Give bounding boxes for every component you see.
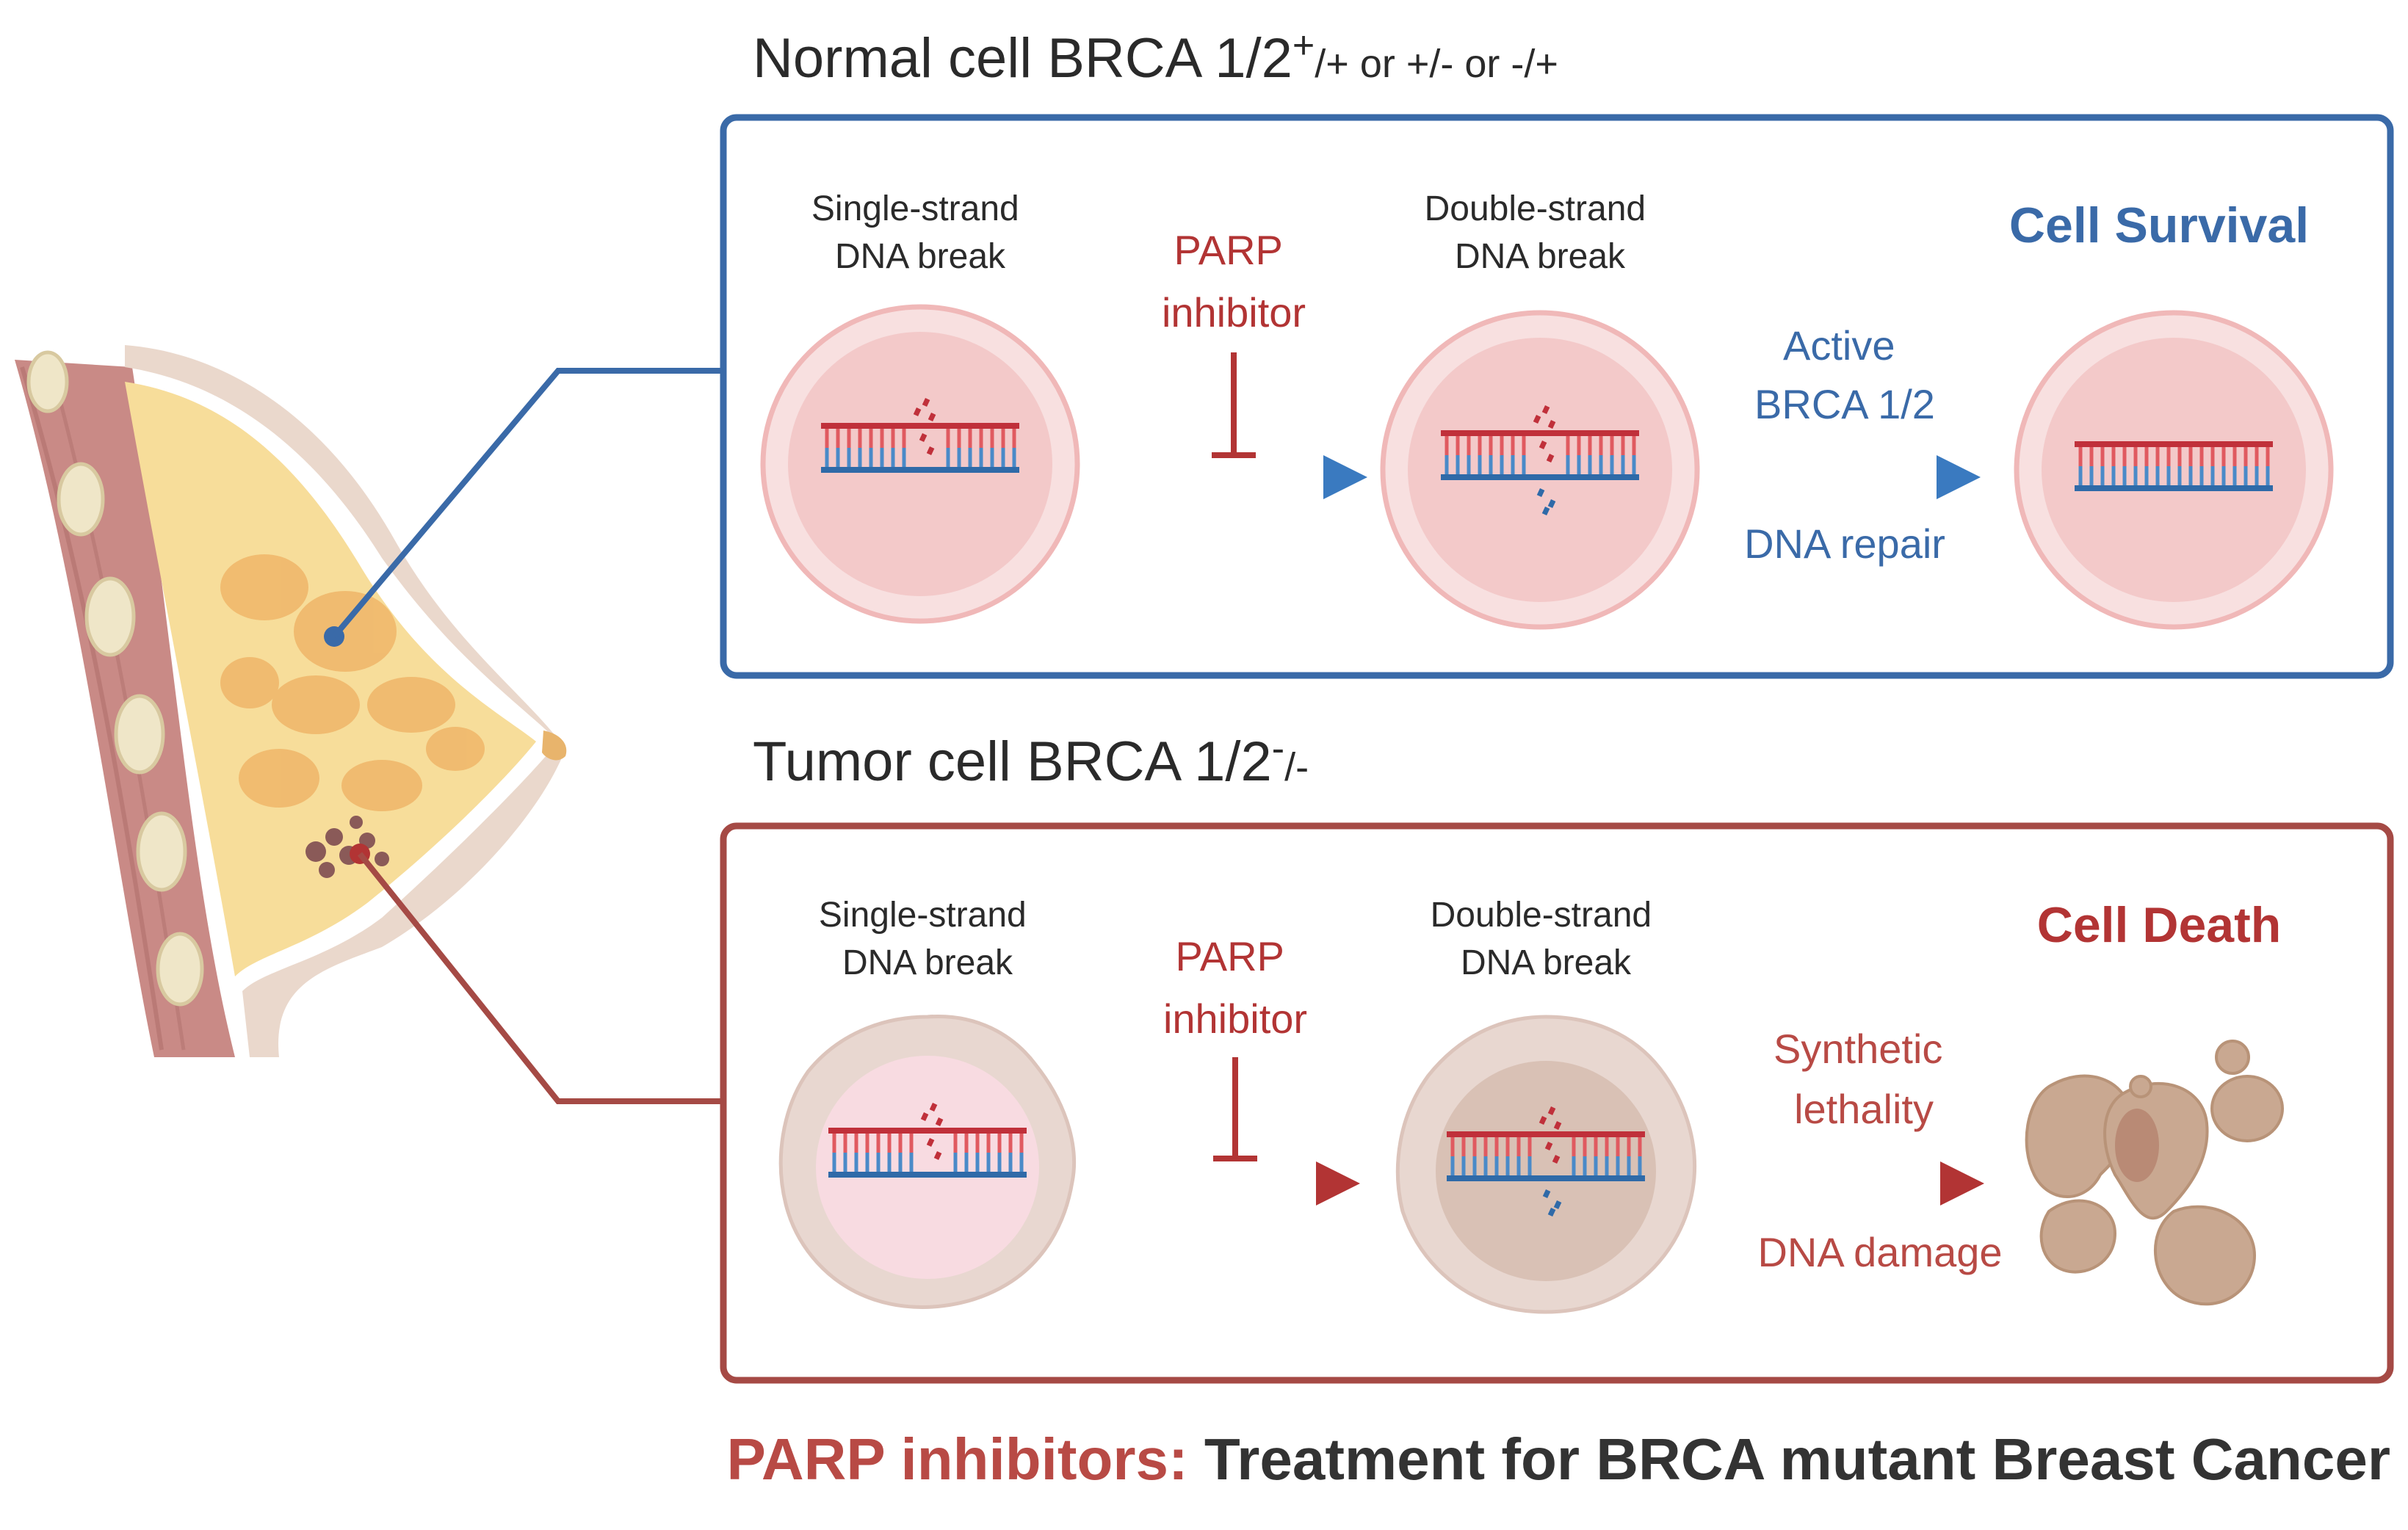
dna-single-break-icon (828, 1103, 1027, 1178)
dna-double-break-icon (1447, 1106, 1645, 1217)
dna-single-break-icon (821, 398, 1019, 473)
normal-cell-3 (2014, 310, 2334, 630)
normal-inhibitor-icon (1212, 352, 1256, 458)
tumor-cell-title: Tumor cell BRCA 1/2-/- (753, 728, 1309, 793)
dna-double-break-icon (1441, 405, 1639, 516)
dna-repaired-icon (2075, 441, 2273, 491)
tumor-synthetic-label: Synthetic lethality (1774, 1026, 1954, 1132)
normal-cell-2 (1380, 310, 1700, 630)
normal-single-label: Single-strand DNA break (811, 189, 1029, 276)
tumor-single-label: Single-strand DNA break (819, 896, 1036, 982)
normal-active-label: Active BRCA 1/2 (1754, 322, 1935, 427)
normal-parp-label: PARP inhibitor (1162, 227, 1306, 336)
tumor-inhibitor-icon (1213, 1057, 1257, 1161)
tumor-parp-label: PARP inhibitor (1163, 933, 1307, 1042)
tumor-cell-1 (778, 1014, 1076, 1309)
normal-repair-label: DNA repair (1744, 521, 1945, 567)
cell-survival-label: Cell Survival (2009, 197, 2309, 253)
normal-double-label: Double-strand DNA break (1425, 189, 1656, 276)
footer-title: PARP inhibitors: Treatment for BRCA muta… (726, 1426, 2390, 1492)
dead-cell-fragments-icon (2025, 1040, 2284, 1306)
tumor-connector (357, 852, 723, 1104)
normal-cell-title: Normal cell BRCA 1/2+/+ or +/- or -/+ (753, 24, 1558, 90)
tumor-double-label: Double-strand DNA break (1431, 896, 1662, 982)
breast-illustration (15, 345, 567, 1057)
cell-death-label: Cell Death (2037, 897, 2282, 953)
footer-highlight: PARP inhibitors: (726, 1426, 1187, 1492)
ribs (26, 350, 204, 1007)
nipple (542, 730, 567, 761)
normal-connector (331, 368, 723, 639)
glandular-lobes (220, 554, 485, 811)
tumor-damage-label: DNA damage (1757, 1229, 2002, 1275)
breast-skin (125, 345, 565, 1057)
normal-cell-1 (760, 304, 1080, 624)
footer-rest: Treatment for BRCA mutant Breast Cancer (1188, 1426, 2390, 1492)
tumor-cell-2 (1395, 1015, 1696, 1314)
